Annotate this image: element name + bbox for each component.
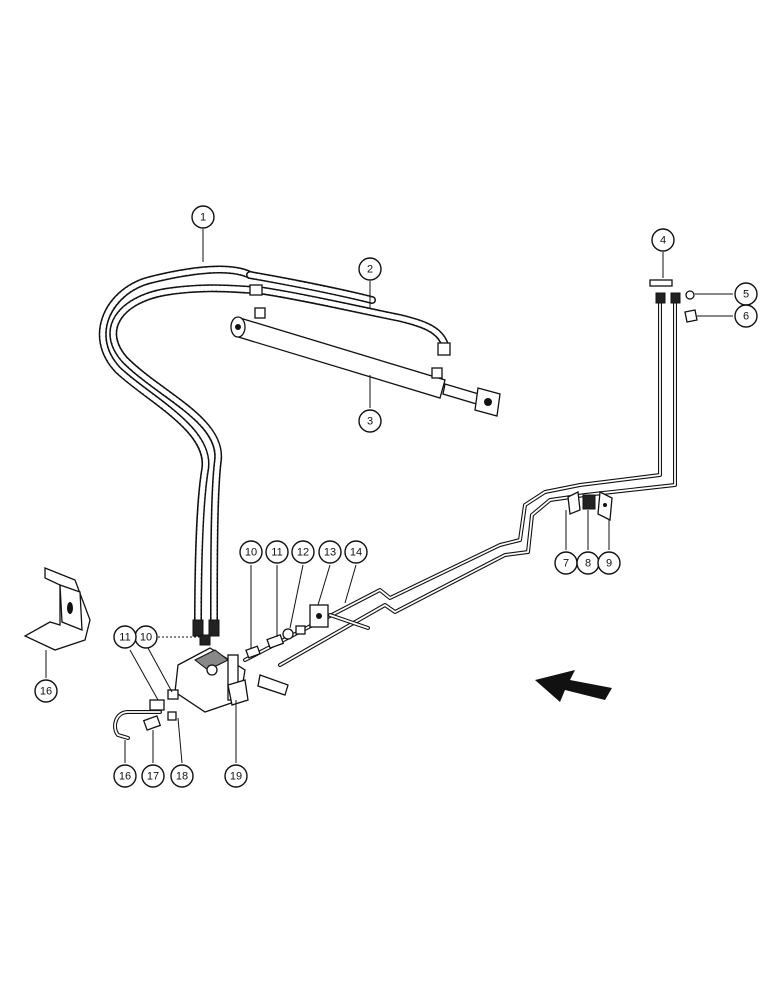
callout-circle [291,540,315,564]
callout-2: 2 [358,257,382,281]
hydraulic-hoses [98,265,451,637]
fittings [113,290,698,740]
callout-circle [344,540,368,564]
callout-circle [113,625,137,649]
callout-16: 16 [113,764,137,788]
control-valve [174,647,289,713]
callout-7: 7 [554,551,578,575]
callout-circle [239,540,263,564]
callout-label: 12 [297,547,309,559]
leader-lines [45,229,733,764]
callout-label: 4 [660,235,666,247]
callout-4: 4 [651,228,675,252]
callout-label: 3 [367,416,373,428]
callout-1: 1 [191,205,215,229]
callout-label: 5 [743,289,749,301]
callout-label: 8 [585,558,591,570]
callout-label: 18 [176,771,188,783]
steel-pipes [243,279,681,667]
callout-label: 1 [200,212,206,224]
callout-circle [191,205,215,229]
callout-circle [265,540,289,564]
callout-circle [170,764,194,788]
callout-11: 11 [113,625,137,649]
callout-label: 11 [271,547,282,559]
callout-6: 6 [734,304,758,328]
callout-label: 2 [367,264,373,276]
callout-circle [224,764,248,788]
hydraulic-cylinder [230,307,501,417]
callout-label: 19 [230,771,242,783]
mounting-bracket [23,567,91,651]
callout-circle [651,228,675,252]
callout-circle [34,679,58,703]
callout-label: 9 [606,558,612,570]
callout-label: 17 [147,771,159,783]
callout-label: 11 [119,632,130,644]
callout-circle [141,764,165,788]
callout-3: 3 [358,409,382,433]
callout-circle [358,257,382,281]
callout-label: 14 [350,547,362,559]
callout-12: 12 [291,540,315,564]
callout-13: 13 [318,540,342,564]
callout-18: 18 [170,764,194,788]
callout-14: 14 [344,540,368,564]
callout-9: 9 [597,551,621,575]
callout-8: 8 [576,551,600,575]
callout-label: 16 [40,686,52,698]
callout-17: 17 [141,764,165,788]
callout-16: 16 [34,679,58,703]
callout-10: 10 [134,625,158,649]
callout-circle [113,764,137,788]
callout-circle [358,409,382,433]
callout-label: 13 [324,547,336,559]
callout-10: 10 [239,540,263,564]
callout-circle [734,304,758,328]
callout-11: 11 [265,540,289,564]
callout-label: 10 [140,632,152,644]
callout-label: 10 [245,547,257,559]
callout-label: 16 [119,771,131,783]
callout-5: 5 [734,282,758,306]
callout-label: 7 [563,558,569,570]
callout-circle [597,551,621,575]
callout-circle [318,540,342,564]
callout-19: 19 [224,764,248,788]
callout-label: 6 [743,311,749,323]
direction-arrow-icon [535,670,612,702]
